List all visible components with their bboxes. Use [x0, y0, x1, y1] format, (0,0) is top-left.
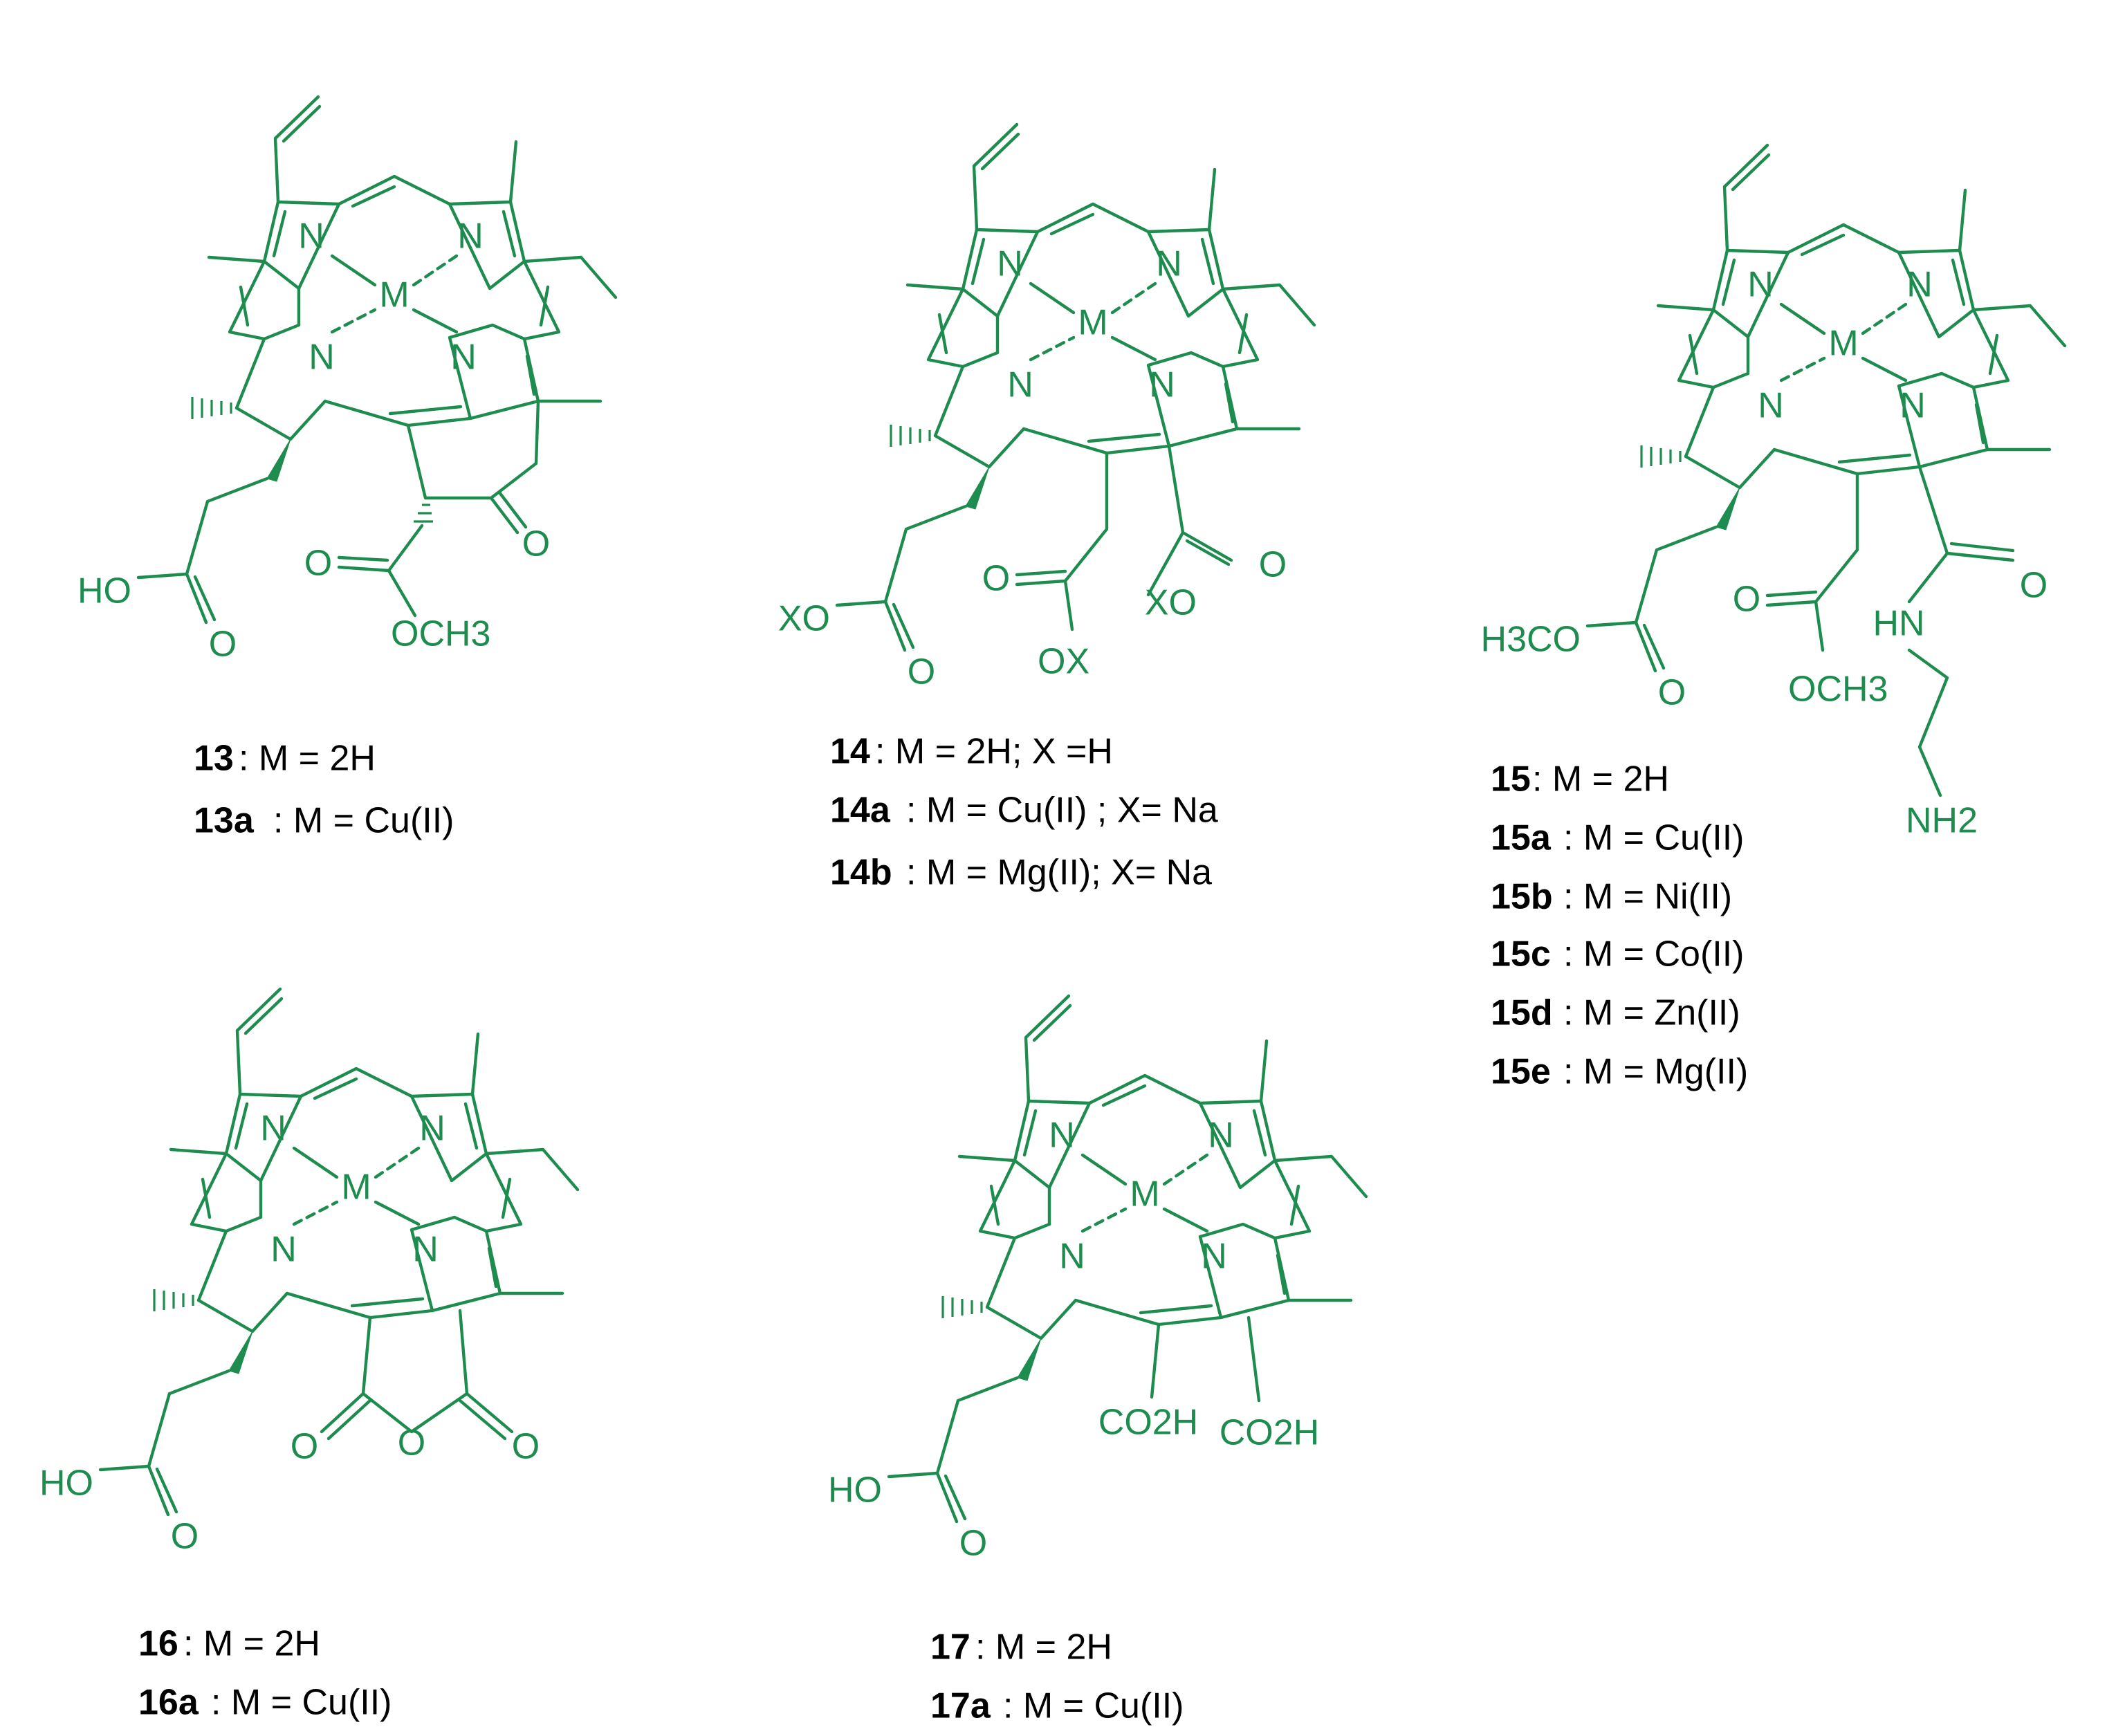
hn-label: HN	[1873, 604, 1924, 644]
compound-id: 16	[138, 1624, 178, 1664]
nh2-label: NH2	[1906, 801, 1978, 841]
carbonyl-oxygen: O	[1733, 580, 1760, 620]
n-atom: N	[298, 216, 324, 257]
acid-carbonyl-oxygen: O	[209, 625, 237, 665]
metal-atom: M	[1130, 1174, 1159, 1215]
metal-atom: M	[379, 275, 409, 315]
co2h-right-label: CO2H	[1220, 1413, 1319, 1453]
acid-carbonyl-oxygen: O	[908, 652, 935, 692]
compound-id: 15b	[1491, 877, 1553, 917]
n-atom: N	[309, 338, 335, 378]
compound-desc: : M = Cu(II)	[211, 1683, 392, 1723]
n-atom: N	[419, 1109, 445, 1149]
compound-id: 13a	[194, 801, 255, 841]
carbonyl-oxygen: O	[512, 1427, 540, 1467]
xo-left-label: XO	[778, 599, 830, 639]
h3co-label: H3CO	[1481, 620, 1581, 660]
hydroxyl-label: HO	[828, 1470, 882, 1511]
hydroxyl-label: HO	[39, 1463, 93, 1504]
compound-desc: : M = 2H	[183, 1624, 320, 1664]
compound-desc: : M = Cu(II)	[1563, 818, 1744, 858]
compound-desc: : M = Zn(II)	[1563, 993, 1740, 1033]
caption-17: 17 : M = 2H 17a : M = Cu(II)	[930, 1627, 1184, 1726]
carbonyl-oxygen: O	[982, 559, 1010, 599]
n-atom: N	[1156, 244, 1182, 284]
co2h-left-label: CO2H	[1098, 1403, 1198, 1443]
compound-id: 15e	[1491, 1052, 1551, 1092]
n-atom: N	[1059, 1237, 1085, 1277]
n-atom: N	[1758, 386, 1784, 426]
compound-desc: : M = Cu(II) ; X= Na	[906, 791, 1218, 831]
compound-desc: : M = 2H	[975, 1627, 1112, 1668]
n-atom: N	[1049, 1116, 1075, 1156]
compound-id: 15c	[1491, 934, 1551, 975]
compound-desc: : M = Mg(II); X= Na	[906, 853, 1212, 893]
n-atom: N	[260, 1109, 286, 1149]
hydroxyl-label: HO	[77, 571, 131, 611]
ester-carbonyl-oxygen: O	[304, 544, 332, 584]
compound-id: 16a	[138, 1683, 199, 1723]
compound-id: 17	[930, 1627, 970, 1668]
compound-id: 14a	[830, 791, 891, 831]
anhydride-oxygen: O	[398, 1423, 425, 1463]
n-atom: N	[1747, 265, 1774, 305]
compound-id: 15	[1491, 759, 1531, 800]
acid-carbonyl-oxygen: O	[959, 1524, 987, 1564]
carbonyl-oxygen: O	[1259, 545, 1287, 585]
metal-atom: M	[341, 1167, 371, 1208]
ox-label: OX	[1038, 642, 1089, 682]
n-atom: N	[450, 338, 477, 378]
compound-id: 15d	[1491, 993, 1553, 1033]
metal-atom: M	[1828, 324, 1858, 364]
compound-id: 17a	[930, 1686, 991, 1726]
n-atom: N	[270, 1230, 297, 1270]
caption-13: 13 : M = 2H 13a : M = Cu(II)	[194, 739, 454, 841]
n-atom: N	[1007, 365, 1033, 405]
metal-atom: M	[1078, 303, 1107, 343]
compound-desc: : M = Mg(II)	[1563, 1052, 1748, 1092]
n-atom: N	[412, 1230, 439, 1270]
ketone-oxygen: O	[522, 524, 550, 564]
acid-carbonyl-oxygen: O	[171, 1517, 199, 1557]
methoxy-label: OCH3	[391, 614, 490, 654]
n-atom: N	[1906, 265, 1933, 305]
structure-14: N N N N M O OX O XO XO O	[778, 124, 1314, 692]
compound-id: 14b	[830, 853, 892, 893]
n-atom: N	[1899, 386, 1926, 426]
amide-oxygen: O	[2020, 566, 2048, 606]
structure-16: N N N N M O O O HO O	[39, 989, 578, 1557]
compound-desc: : M = 2H	[1532, 759, 1669, 800]
n-atom: N	[457, 216, 484, 257]
methoxy-label: OCH3	[1788, 670, 1888, 710]
structure-17: N N N N M CO2H CO2H HO O	[828, 996, 1366, 1564]
caption-15: 15 : M = 2H 15a : M = Cu(II) 15b : M = N…	[1491, 759, 1748, 1092]
caption-14: 14 : M = 2H; X =H 14a : M = Cu(II) ; X= …	[830, 732, 1218, 893]
compound-id: 14	[830, 732, 870, 772]
compound-desc: : M = 2H	[239, 739, 376, 779]
compound-id: 15a	[1491, 818, 1552, 858]
compound-desc: : M = 2H; X =H	[875, 732, 1113, 772]
compound-desc: : M = Co(II)	[1563, 934, 1744, 975]
caption-16: 16 : M = 2H 16a : M = Cu(II)	[138, 1624, 392, 1723]
n-atom: N	[997, 244, 1023, 284]
compound-id: 13	[194, 739, 234, 779]
compound-desc: : M = Cu(II)	[1003, 1686, 1184, 1726]
xo-right-label: XO	[1145, 583, 1197, 623]
carbonyl-oxygen: O	[291, 1427, 318, 1467]
n-atom: N	[1149, 365, 1175, 405]
structure-15: N N N N M O OCH3 O HN NH2 H3CO O	[1481, 145, 2065, 841]
ester-carbonyl-oxygen: O	[1658, 673, 1686, 713]
compound-desc: : M = Ni(II)	[1563, 877, 1732, 917]
n-atom: N	[1208, 1116, 1234, 1156]
n-atom: N	[1201, 1237, 1227, 1277]
structure-13: N N N N M O O OCH3 HO O	[77, 97, 616, 665]
compound-desc: : M = Cu(II)	[273, 801, 454, 841]
